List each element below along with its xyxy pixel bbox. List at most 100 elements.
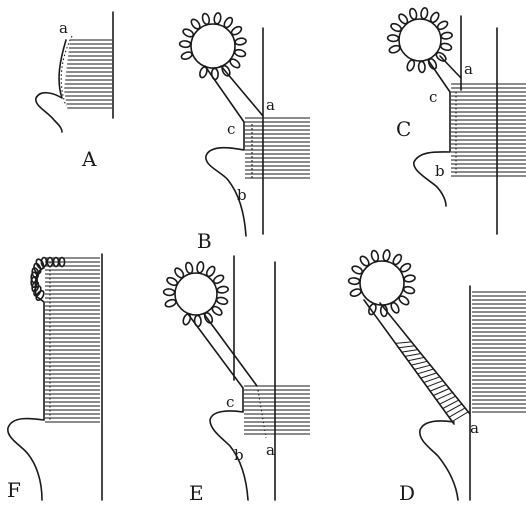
figure-a: a A: [36, 12, 113, 171]
figure-a-hatching: [64, 40, 112, 108]
figure-c-wall: [461, 16, 497, 234]
figure-c-rim: [414, 92, 450, 206]
figure-d-stalk-tick: [430, 385, 446, 392]
figure-b-tentacle: [223, 16, 234, 29]
figure-d-stalk-tick: [424, 377, 440, 383]
figure-e-tentacle: [166, 276, 179, 287]
figure-d-tentacle: [351, 265, 364, 276]
figure-e-tentacle: [205, 265, 216, 278]
figure-e-disc: [175, 273, 217, 315]
figure-c-tentacle: [429, 11, 440, 24]
figure-b-hatching: [245, 118, 310, 178]
figure-e-tentacles: [163, 261, 228, 326]
figure-b-tentacle: [234, 49, 246, 58]
figure-c-tentacle: [397, 13, 409, 26]
figure-e-tentacle: [203, 312, 214, 325]
figure-e-tentacle: [182, 313, 192, 326]
figure-b-tentacle: [230, 25, 243, 36]
figure-c-tentacle: [406, 59, 416, 72]
figure-e-point-c: c: [226, 393, 234, 411]
figure-c-tentacle: [427, 58, 438, 71]
figure-f-label: F: [7, 478, 21, 502]
figure-d-point-a: a: [470, 419, 479, 437]
figure-b-point-b: b: [237, 186, 247, 204]
figure-b-rim: [206, 122, 246, 236]
figure-d-stalk-tick: [411, 361, 427, 365]
figure-d-tentacle: [349, 288, 362, 298]
figure-a-point-a: a: [59, 19, 68, 37]
figure-e-tentacle: [185, 262, 194, 274]
figure-e-tentacle: [196, 261, 204, 273]
figure-d-stalk-tick: [427, 381, 443, 387]
figure-e-head: [163, 261, 228, 326]
figure-d-tentacle: [399, 262, 412, 273]
figure-c-label: C: [396, 117, 411, 141]
figure-d-stalk-tick: [421, 373, 437, 378]
figure-e-tentacle: [173, 267, 185, 280]
figure-d-tentacle: [392, 253, 403, 266]
figure-d-stalk-tick: [452, 412, 468, 422]
figure-e-hatching: [244, 386, 310, 434]
figure-d-stalk-tick: [399, 346, 415, 348]
figure-d-tentacle: [403, 286, 415, 295]
figure-b-label: B: [197, 229, 212, 253]
figure-b: a b c B: [179, 12, 310, 253]
figure-c-tentacle: [420, 7, 428, 19]
figure-e-tentacle: [212, 274, 225, 285]
figure-d-stalk-tick: [402, 350, 418, 353]
figure-b-point-a: a: [266, 96, 275, 114]
figure-a-rim: [36, 40, 66, 132]
figure-d-tentacle: [404, 274, 416, 282]
figure-d-tentacle: [359, 255, 371, 268]
figure-d-stalk-tick: [414, 365, 430, 369]
figure-e-point-a: a: [266, 441, 275, 459]
figure-f: F: [7, 254, 102, 502]
figure-d-tentacle: [370, 250, 379, 262]
figure-c-tentacle: [440, 42, 452, 51]
figure-c-disc: [399, 19, 441, 61]
figure-d-label: D: [399, 481, 415, 505]
figure-c-hatching: [451, 84, 526, 176]
figure-c-tentacle: [436, 20, 449, 31]
figure-d-rim: [420, 421, 458, 500]
figure-e: a b c E: [163, 256, 310, 505]
figure-e-point-b: b: [234, 446, 244, 464]
figure-b-tentacle: [213, 12, 221, 24]
figure-d-tentacle: [368, 303, 378, 316]
figure-d-tentacle: [390, 301, 401, 314]
figure-e-stalk: [188, 314, 257, 388]
figure-c-point-c: c: [429, 88, 437, 106]
figure-d-tentacle: [398, 294, 411, 306]
figure-b-disc: [191, 24, 235, 68]
figure-c-tentacle: [409, 8, 418, 20]
figure-d: a D: [348, 249, 526, 505]
figure-d-stalk-tick: [405, 354, 421, 357]
figure-b-head: [179, 12, 246, 79]
figure-b-tentacle: [190, 18, 202, 31]
figure-b-tentacle: [229, 57, 242, 69]
figure-c-tentacle: [388, 44, 401, 54]
figure-c-tentacle: [387, 35, 398, 42]
figure-c-tentacle: [418, 61, 425, 72]
figure-f-rim: [8, 268, 44, 500]
figure-b-tentacle: [201, 13, 210, 25]
figure-c-tentacle: [390, 22, 403, 33]
figure-d-stalk-tick: [418, 369, 434, 374]
figure-e-tentacle: [217, 286, 229, 294]
figure-c-head: [387, 7, 452, 72]
figure-b-tentacles: [179, 12, 246, 79]
figure-d-tentacle: [348, 278, 359, 285]
figure-e-tentacle: [164, 298, 177, 308]
figure-d-hatching: [472, 292, 526, 412]
figure-e-tentacle: [163, 289, 174, 296]
figure-d-stalk: [364, 300, 470, 424]
figure-c-point-a: a: [464, 60, 473, 78]
figure-d-tentacle: [382, 249, 390, 261]
figure-c-point-b: b: [435, 162, 445, 180]
figure-d-stalk-tick: [396, 342, 412, 344]
figure-e-tentacle: [211, 305, 224, 317]
figure-c: a b c C: [387, 7, 526, 234]
figure-b-tentacle: [182, 28, 195, 39]
